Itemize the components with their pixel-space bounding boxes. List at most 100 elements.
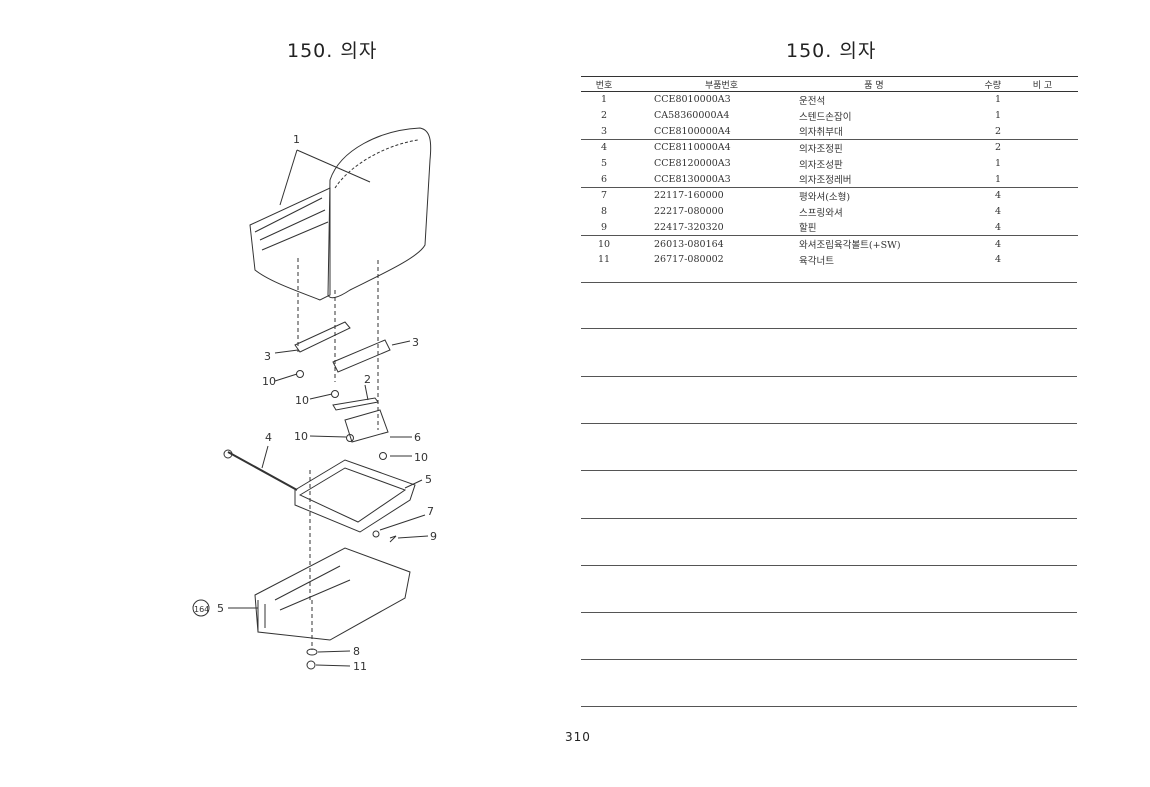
cell-qty: 4: [994, 254, 1001, 266]
page-number: 310: [565, 730, 591, 744]
cell-no: 10: [597, 238, 611, 250]
page-title-right: 150. 의자: [786, 40, 877, 62]
cell-part-no: CCE8010000A3: [654, 94, 731, 106]
cell-no: 6: [581, 171, 627, 189]
cell-no: 4: [600, 142, 608, 154]
cell-note: [1007, 156, 1078, 172]
table-header: 번호 부품번호 품 명 수량 비 고: [581, 76, 1078, 92]
cell-name: 할핀: [789, 219, 949, 237]
cell-name: 스프링와셔: [799, 207, 843, 219]
header-note: 비 고: [1007, 76, 1078, 92]
callout-8: 8: [353, 645, 360, 658]
cell-qty: 1: [994, 110, 1001, 122]
cell-name: 육각너트: [799, 255, 834, 267]
seat-frame: [294, 459, 416, 533]
cell-name: 평와셔(소형): [799, 191, 851, 203]
callout-10d: 10: [414, 451, 428, 464]
bracket-right: [332, 339, 391, 373]
exploded-seat-diagram: 1 3 3 10 10 2 10 6 10 4 5 7 9 8 11 164 5: [192, 127, 437, 673]
cell-no: 3: [581, 123, 627, 141]
cell-part-no: CCE8100000A4: [627, 123, 789, 141]
cell-qty: 2: [949, 123, 1007, 141]
cell-qty: 4: [994, 238, 1001, 250]
cell-name: 의자조성판: [799, 159, 843, 171]
callout-6: 6: [414, 431, 421, 444]
page-title-left: 150. 의자: [287, 40, 378, 62]
callout-10c: 10: [294, 430, 308, 443]
cell-note: [1007, 219, 1078, 237]
lever: [332, 397, 379, 411]
cell-qty: 4: [994, 190, 1001, 202]
blank-rule: [581, 659, 1077, 660]
callout-9: 9: [430, 530, 437, 543]
cell-note: [1007, 204, 1078, 220]
cell-part-no: CCE8110000A4: [654, 142, 731, 154]
cell-note: [1007, 140, 1078, 156]
blank-rule: [581, 470, 1077, 471]
cell-qty: 4: [994, 206, 1001, 218]
seat-cushion: [249, 187, 331, 301]
cell-part-no: CCE8120000A3: [654, 158, 731, 170]
cell-note: [1007, 252, 1078, 268]
header-qty: 수량: [949, 76, 1007, 92]
bracket-left: [294, 321, 351, 353]
cell-note: [1007, 236, 1078, 252]
header-no: 번호: [581, 76, 627, 92]
cell-part-no: 26013-080164: [654, 238, 724, 250]
blank-rule: [581, 376, 1077, 377]
table-row: 1 CCE8010000A3 운전석 1: [581, 92, 1078, 108]
cell-qty: 1: [994, 158, 1001, 170]
adjust-pin: [227, 451, 298, 491]
header-name: 품 명: [789, 76, 949, 92]
table-row: 10 26013-080164 와셔조립육각볼트(+SW) 4: [581, 236, 1078, 252]
cell-no: 8: [600, 206, 608, 218]
cell-note: [1007, 108, 1078, 124]
callout-11: 11: [353, 660, 367, 673]
header-part-no: 부품번호: [627, 76, 789, 92]
cell-part-no: 22417-320320: [627, 219, 789, 237]
cell-part-no: CA58360000A4: [654, 110, 730, 122]
callout-10b: 10: [295, 394, 309, 407]
cell-note: [1007, 123, 1078, 141]
cell-name: 운전석: [799, 95, 826, 107]
blank-rule: [581, 518, 1077, 519]
cell-qty: 1: [949, 171, 1007, 189]
seat-backrest: [327, 127, 432, 299]
cell-no: 1: [600, 94, 608, 106]
cell-no: 11: [597, 254, 611, 266]
callout-3a: 3: [264, 350, 271, 363]
callout-10a: 10: [262, 375, 276, 388]
cell-no: 2: [600, 110, 608, 122]
callout-7: 7: [427, 505, 434, 518]
blank-rule: [581, 612, 1077, 613]
blank-rule: [581, 565, 1077, 566]
cell-note: [1007, 92, 1078, 108]
cell-note: [1007, 188, 1078, 204]
cell-no: 7: [600, 190, 608, 202]
blank-rule: [581, 706, 1077, 707]
cell-name: 와셔조립육각볼트(+SW): [799, 240, 901, 252]
cell-note: [1007, 171, 1078, 189]
cell-no: 9: [581, 219, 627, 237]
callout-1: 1: [293, 133, 300, 146]
blank-rule: [581, 282, 1077, 283]
cell-qty: 1: [994, 94, 1001, 106]
cell-name: 의자취부대: [789, 123, 949, 141]
cell-name: 의자조정레버: [789, 171, 949, 189]
cell-name: 의자조정핀: [799, 143, 843, 155]
callout-3b: 3: [412, 336, 419, 349]
callout-2: 2: [364, 373, 371, 386]
cell-qty: 4: [949, 219, 1007, 237]
callout-5b: 5: [217, 602, 224, 615]
blank-rule: [581, 423, 1077, 424]
cell-part-no: CCE8130000A3: [627, 171, 789, 189]
